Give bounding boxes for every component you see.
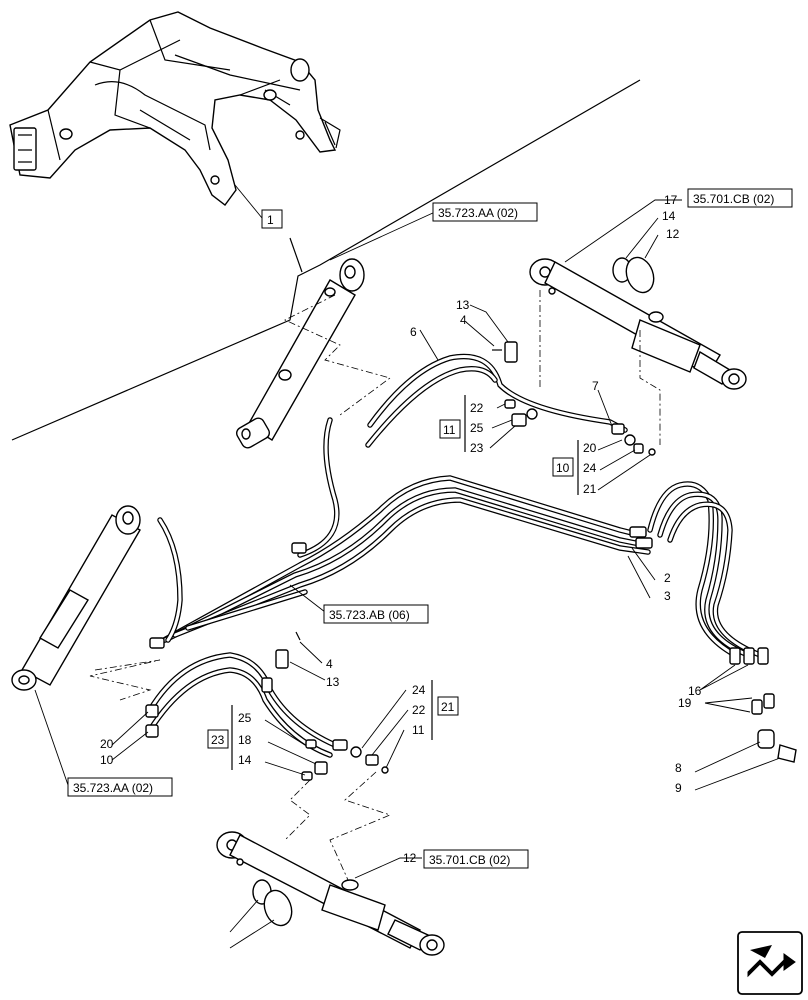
callout-11-lower: 23 <box>211 733 225 747</box>
callout-24-lower: 22 <box>412 703 426 717</box>
callout-22-upper: 22 <box>470 401 484 415</box>
callout-12-upper: 12 <box>666 227 680 241</box>
callout-4-upper: 4 <box>460 313 467 327</box>
reference-upper-cylinder-box[interactable] <box>432 202 538 222</box>
callout-13-upper: 13 <box>456 298 470 312</box>
left-boom-cylinder <box>11 505 183 691</box>
callout-23-upper: 23 <box>470 441 484 455</box>
reference-left-cylinder[interactable]: 35.723.AA (02) <box>73 781 153 795</box>
callout-4-lower: 4 <box>326 657 333 671</box>
callout-25-lower: 18 <box>238 733 252 747</box>
main-hose-bundle <box>149 417 653 649</box>
callout-10-lower: 21 <box>441 700 455 714</box>
reference-bucket-cylinder-lower-box[interactable] <box>423 849 529 869</box>
hose-group-5 <box>647 481 797 763</box>
callout-14-upper: 14 <box>662 209 676 223</box>
callout-1-box <box>261 209 283 229</box>
reference-bucket-cylinder-upper-box[interactable] <box>687 188 793 208</box>
clamp-bracket-lower <box>275 649 289 669</box>
reference-bucket-cylinder-upper[interactable]: 35.701.CB (02) <box>693 192 774 206</box>
callout-9: 10 <box>100 753 114 767</box>
callout-7: 7 <box>592 379 599 393</box>
fittings-10-upper <box>611 423 656 456</box>
callout-2: 2 <box>664 571 671 585</box>
callout-19: 9 <box>675 781 682 795</box>
reference-bucket-cylinder-lower[interactable]: 35.701.CB (02) <box>429 853 510 867</box>
reference-hose-bundle-box[interactable] <box>323 604 429 624</box>
seal-ring-lower <box>252 879 293 927</box>
section-divider-line <box>11 79 641 441</box>
callout-13-lower: 13 <box>326 675 340 689</box>
bucket-cylinder-upper <box>529 258 747 390</box>
callout-16: 8 <box>675 761 682 775</box>
hoses-8-9 <box>145 652 348 758</box>
fittings-10-lower <box>350 746 389 774</box>
callout-17: 17 <box>664 193 678 207</box>
callout-21-upper: 21 <box>583 482 597 496</box>
loader-frame-drawing <box>9 11 341 206</box>
reference-hose-bundle[interactable]: 35.723.AB (06) <box>329 608 410 622</box>
hose-6 <box>365 353 628 448</box>
upper-boom-cylinder <box>236 258 365 449</box>
clamp-bracket-upper <box>504 341 518 363</box>
reference-left-cylinder-box[interactable] <box>67 777 173 797</box>
callout-1: 1 <box>267 213 274 227</box>
callout-21-lower: 11 <box>412 723 425 737</box>
callout-25-upper: 25 <box>470 421 484 435</box>
callout-10-upper: 10 <box>556 461 570 475</box>
callout-20-lower: 24 <box>412 683 426 697</box>
callout-23-lower: 14 <box>238 753 252 767</box>
callout-18: 12 <box>403 851 417 865</box>
fittings-11-lower <box>301 739 328 781</box>
callout-22-lower: 25 <box>238 711 252 725</box>
callout-20-upper: 20 <box>583 441 597 455</box>
bucket-cylinder-lower <box>216 831 445 956</box>
callout-8: 20 <box>100 737 114 751</box>
reference-upper-cylinder[interactable]: 35.723.AA (02) <box>438 206 518 220</box>
callout-3: 3 <box>664 589 671 603</box>
seal-ring-upper <box>612 256 655 294</box>
callout-5: 16 <box>688 684 702 698</box>
callout-15: 19 <box>678 696 692 710</box>
callout-11-upper: 11 <box>443 423 456 437</box>
callout-24-upper: 24 <box>583 461 597 475</box>
next-page-arrow-icon[interactable] <box>737 931 803 995</box>
fittings-11-upper <box>504 399 538 427</box>
callout-6: 6 <box>410 325 417 339</box>
